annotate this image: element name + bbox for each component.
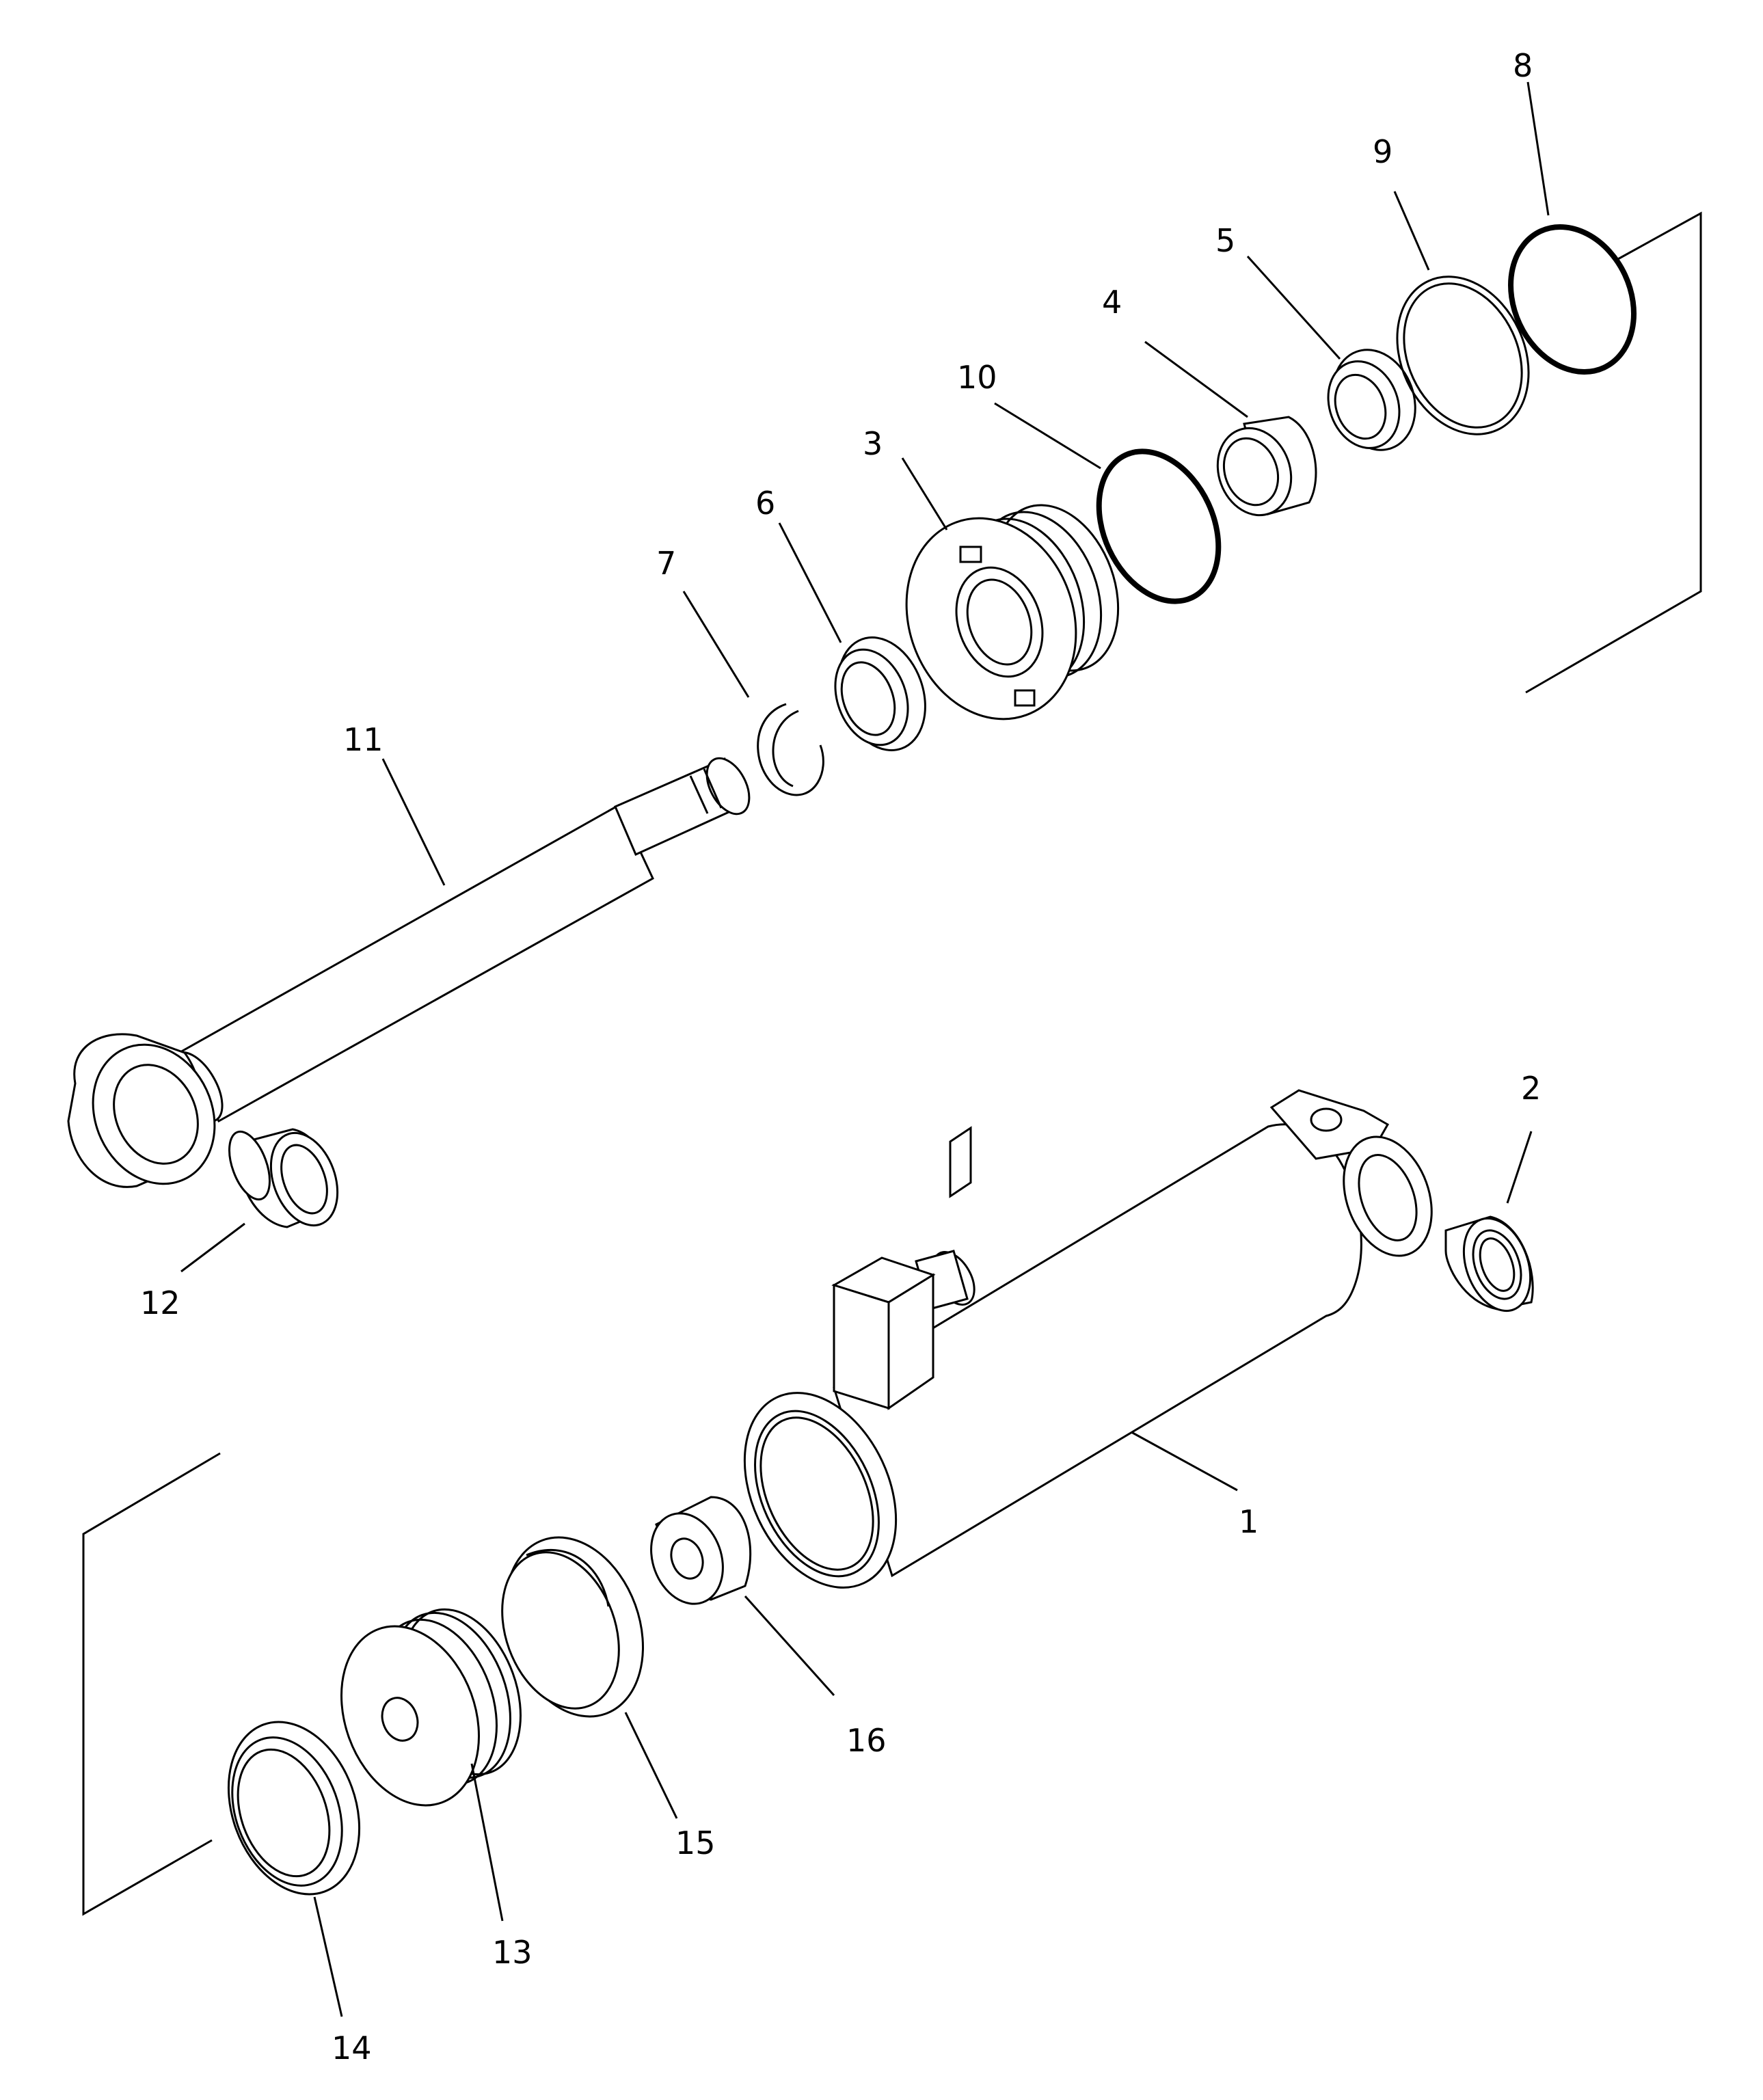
callout-7: 7 xyxy=(656,545,676,582)
part-11-piston-rod xyxy=(67,757,751,1188)
part-1-cylinder-tube xyxy=(743,1089,1433,1589)
callout-16: 16 xyxy=(846,1722,887,1759)
callout-6: 6 xyxy=(755,485,775,522)
part-8-o-ring xyxy=(1508,224,1637,375)
leader-3 xyxy=(901,457,948,530)
part-9-backup-ring xyxy=(1396,275,1530,435)
callout-2: 2 xyxy=(1521,1070,1541,1107)
leader-14 xyxy=(313,1896,343,2017)
callout-4: 4 xyxy=(1102,284,1122,321)
leader-1 xyxy=(1131,1431,1238,1492)
part-3-cylinder-head xyxy=(905,504,1120,721)
leader-13 xyxy=(470,1763,504,1922)
leader-12 xyxy=(180,1222,245,1273)
callout-15: 15 xyxy=(675,1825,716,1861)
part-15-wear-ring xyxy=(501,1536,645,1718)
part-6-bearing xyxy=(834,636,926,751)
part-13-piston xyxy=(340,1608,522,1807)
part-12-bushing xyxy=(228,1128,339,1228)
leader-6 xyxy=(778,522,842,643)
callout-10: 10 xyxy=(957,359,997,396)
part-7-snap-ring xyxy=(757,703,824,796)
leader-5 xyxy=(1246,255,1341,360)
callout-14: 14 xyxy=(332,2030,372,2067)
leader-9 xyxy=(1393,191,1430,271)
leader-lines xyxy=(180,81,1550,2017)
callout-3: 3 xyxy=(863,425,883,462)
callout-1: 1 xyxy=(1239,1503,1259,1540)
bracket-upper-right xyxy=(1525,211,1702,694)
part-5-bearing xyxy=(1327,349,1416,451)
callout-11: 11 xyxy=(343,721,383,758)
callout-9: 9 xyxy=(1373,133,1392,170)
leader-15 xyxy=(624,1712,678,1819)
leader-10 xyxy=(994,402,1101,470)
leader-11 xyxy=(381,758,446,886)
part-2-bushing xyxy=(1444,1215,1534,1312)
leader-16 xyxy=(744,1595,835,1697)
callout-8: 8 xyxy=(1513,47,1533,84)
leader-7 xyxy=(682,591,750,698)
part-16-nut xyxy=(650,1496,752,1605)
part-4-bushing xyxy=(1216,416,1317,517)
callout-13: 13 xyxy=(492,1934,533,1971)
leader-8 xyxy=(1526,81,1550,216)
part-14-seal xyxy=(227,1721,361,1896)
callout-labels: 1 2 3 4 5 6 7 8 9 10 11 12 13 14 15 16 xyxy=(140,47,1541,2067)
leader-2 xyxy=(1506,1131,1533,1204)
callout-5: 5 xyxy=(1215,222,1235,259)
part-10-o-ring xyxy=(1096,448,1222,604)
leader-4 xyxy=(1144,340,1248,418)
bracket-lower-left xyxy=(82,1452,221,1916)
callout-12: 12 xyxy=(140,1284,180,1321)
